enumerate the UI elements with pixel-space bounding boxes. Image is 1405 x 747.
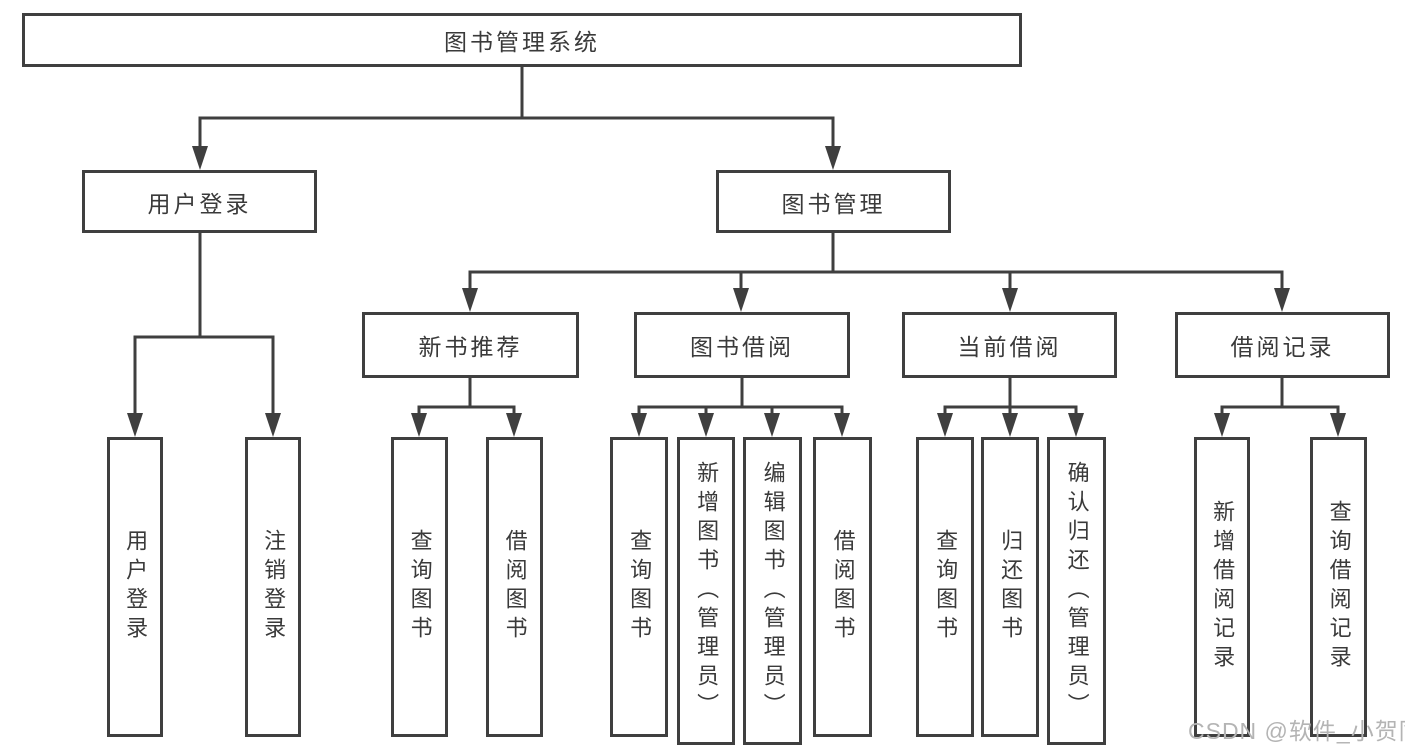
leaf-add-borrow-record: 新增借阅记录 [1194,437,1250,737]
connector-borrow-record-children [1214,376,1346,437]
node-label: 用户登录 [147,190,252,217]
leaf-edit-book-admin: 编辑图书（管理员） [743,437,802,745]
connector-book-borrow-children [631,376,850,437]
node-label: 新增借阅记录 [1210,500,1236,674]
node-label: 当前借阅 [957,334,1062,360]
connector-current-borrow-children [937,376,1084,437]
leaf-query-book-borrow: 查询图书 [610,437,668,737]
node-book-management: 图书管理 [716,170,951,233]
node-label: 图书管理系统 [444,29,600,55]
leaf-borrow-book: 借阅图书 [813,437,872,737]
node-label: 注销登录 [261,529,287,645]
leaf-query-borrow-record: 查询借阅记录 [1310,437,1367,737]
node-current-borrow: 当前借阅 [902,312,1117,378]
node-label: 新书推荐 [418,334,523,360]
leaf-add-book-admin: 新增图书（管理员） [677,437,735,745]
leaf-return-book: 归还图书 [981,437,1039,737]
node-label: 用户登录 [123,529,149,645]
node-label: 查询图书 [933,529,959,645]
node-label: 编辑图书（管理员） [760,460,786,722]
leaf-query-book-recommend: 查询图书 [391,437,448,737]
node-library-management-system: 图书管理系统 [22,13,1022,67]
node-label: 查询借阅记录 [1326,500,1352,674]
node-book-borrow: 图书借阅 [634,312,850,378]
connector-user-login-children [127,231,281,437]
node-label: 借阅图书 [502,529,528,645]
node-label: 查询图书 [627,529,653,645]
node-label: 查询图书 [407,529,433,645]
leaf-logout: 注销登录 [245,437,301,737]
leaf-user-login: 用户登录 [107,437,163,737]
connector-root-to-level2 [192,64,841,170]
node-user-login: 用户登录 [82,170,317,233]
leaf-query-book-current: 查询图书 [916,437,974,737]
node-label: 图书管理 [781,190,886,217]
node-borrow-record: 借阅记录 [1175,312,1390,378]
connector-book-management-children [462,231,1290,312]
leaf-borrow-book-recommend: 借阅图书 [486,437,543,737]
node-label: 借阅记录 [1230,334,1335,360]
node-label: 归还图书 [998,529,1024,645]
node-label: 新增图书（管理员） [694,460,720,722]
node-label: 借阅图书 [830,529,856,645]
leaf-confirm-return-admin: 确认归还（管理员） [1047,437,1106,745]
node-label: 图书借阅 [690,334,794,360]
watermark-text: CSDN @软件_小贺同学 [1188,718,1405,744]
connector-new-book-recommend-children [411,376,522,437]
node-new-book-recommend: 新书推荐 [362,312,579,378]
node-label: 确认归还（管理员） [1064,460,1090,722]
